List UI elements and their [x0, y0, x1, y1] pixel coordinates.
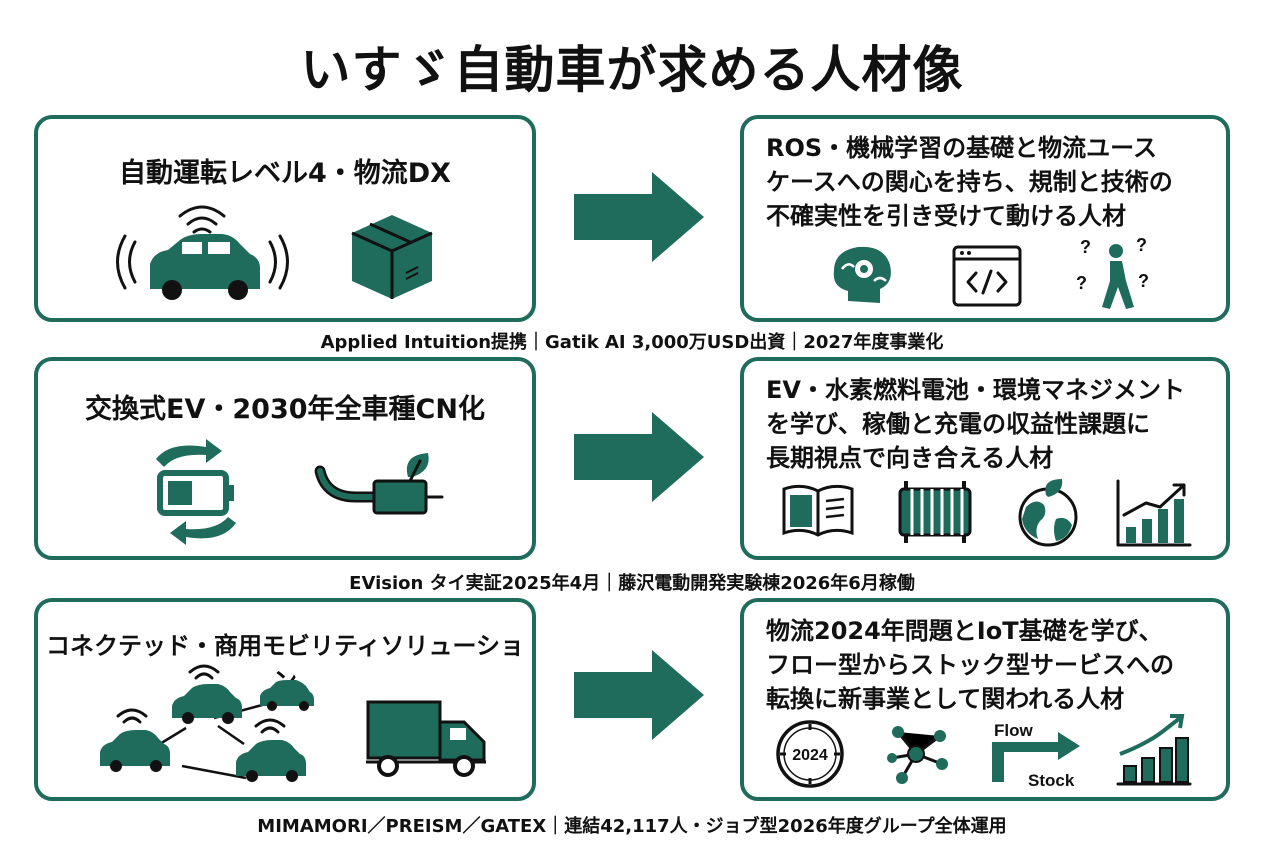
svg-text:?: ?: [1076, 273, 1087, 293]
delivery-truck-icon: [366, 700, 486, 777]
page-title: いすゞ自動車が求める人材像: [300, 41, 964, 99]
row3-right-line1: 物流2024年問題とIoT基礎を学び、: [766, 617, 1163, 645]
row3-caption: MIMAMORI／PREISM／GATEX｜連結42,117人・ジョブ型2026…: [257, 816, 1007, 837]
row2-left-box: 交換式EV・2030年全車種CN化: [34, 357, 536, 560]
row3-left-box: コネクテッド・商用モビリティソリューション: [34, 598, 536, 801]
row1-right-line2: ケースへの関心を持ち、規制と技術の: [766, 168, 1173, 196]
clock-2024-icon: 2024: [776, 720, 844, 788]
row3-right-line2: フロー型からストック型サービスへの: [766, 651, 1174, 679]
flow-label: Flow: [994, 721, 1033, 740]
row2-right-box: EV・水素燃料電池・環境マネジメント を学び、稼働と充電の収益性課題に 長期視点…: [740, 357, 1230, 560]
svg-text:?: ?: [1136, 235, 1147, 255]
growth-chart-icon-2: [1116, 714, 1192, 786]
row2-arrow: [574, 412, 704, 502]
row2-caption: EVision タイ実証2025年4月｜藤沢電動開発実験棟2026年6月稼働: [349, 573, 915, 594]
row1-right-line1: ROS・機械学習の基礎と物流ユース: [766, 134, 1157, 162]
row1-left-title: 自動運転レベル4・物流DX: [118, 158, 451, 189]
connected-vehicles-network-icon: [100, 664, 314, 782]
row3-right-box: 物流2024年問題とIoT基礎を学び、 フロー型からストック型サービスへの 転換…: [740, 598, 1230, 801]
row1-arrow: [574, 172, 704, 262]
svg-text:?: ?: [1138, 271, 1149, 291]
row2-left-title: 交換式EV・2030年全車種CN化: [85, 394, 485, 425]
row1-caption: Applied Intuition提携｜Gatik AI 3,000万USD出資…: [320, 332, 944, 353]
svg-text:?: ?: [1080, 237, 1091, 257]
flow-to-stock-icon: Flow Stock: [992, 721, 1080, 790]
walking-person-question-icon: ?? ??: [1076, 235, 1149, 309]
row3-arrow: [574, 650, 704, 740]
network-nodes-icon: [887, 726, 948, 784]
stock-label: Stock: [1028, 771, 1075, 790]
row2-right-line2: を学び、稼働と充電の収益性課題に: [766, 410, 1150, 438]
battery-swap-icon: [156, 439, 236, 545]
globe-leaf-icon: [1018, 479, 1078, 547]
row3-right-line3: 転換に新事業として関われる人材: [766, 685, 1125, 713]
row1-right-box: ROS・機械学習の基礎と物流ユース ケースへの関心を持ち、規制と技術の 不確実性…: [740, 115, 1230, 322]
open-book-icon: [782, 484, 854, 537]
connected-car-icon: [116, 205, 289, 300]
growth-chart-icon: [1116, 479, 1192, 547]
row1-right-line3: 不確実性を引き受けて動ける人材: [766, 202, 1126, 230]
clock-year-label: 2024: [792, 747, 828, 764]
row2-right-line3: 長期視点で向き合える人材: [766, 444, 1054, 472]
package-box-icon: [351, 215, 433, 299]
row2-right-line1: EV・水素燃料電池・環境マネジメント: [766, 376, 1185, 404]
exhaust-leaf-icon: [314, 453, 444, 515]
row1-left-box: 自動運転レベル4・物流DX: [34, 115, 536, 322]
brain-gear-icon: [833, 246, 891, 303]
code-window-icon: [952, 245, 1022, 307]
fuel-cell-stack-icon: [898, 481, 972, 543]
